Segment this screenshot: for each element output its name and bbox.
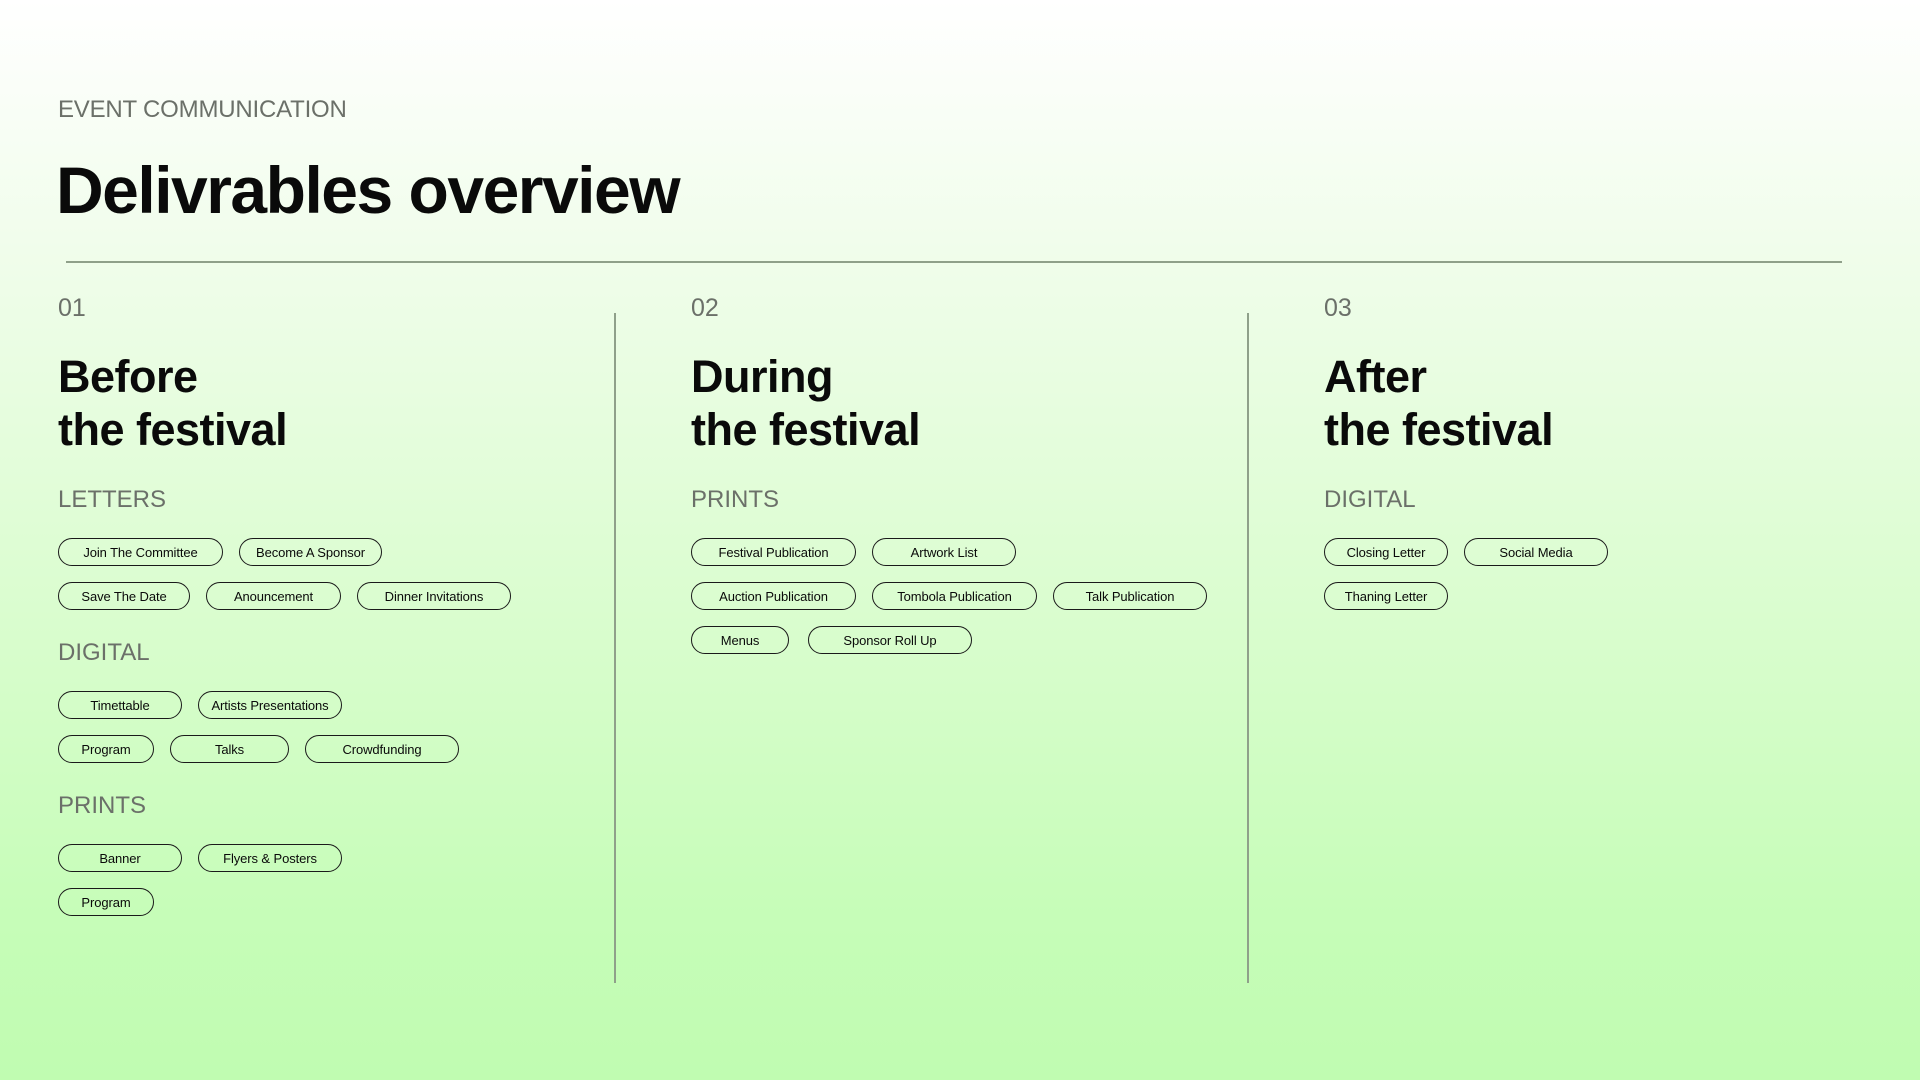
pill-artists-presentations[interactable]: Artists Presentations xyxy=(198,691,342,719)
pill-flyers-posters[interactable]: Flyers & Posters xyxy=(198,844,342,872)
pill-row: Menus Sponsor Roll Up xyxy=(691,626,1251,656)
pill-anouncement[interactable]: Anouncement xyxy=(206,582,341,610)
pill-menus[interactable]: Menus xyxy=(691,626,789,654)
column-heading: During the festival xyxy=(691,350,1251,456)
group-label: DIGITAL xyxy=(1324,486,1416,513)
pill-social-media[interactable]: Social Media xyxy=(1464,538,1608,566)
pill-auction-publication[interactable]: Auction Publication xyxy=(691,582,856,610)
column-heading-line2: the festival xyxy=(58,404,288,455)
pill-banner[interactable]: Banner xyxy=(58,844,182,872)
column-heading: After the festival xyxy=(1324,350,1884,456)
group-digital: DIGITAL Closing Letter Social Media Than… xyxy=(1324,485,1884,612)
page-title: Delivrables overview xyxy=(56,153,681,227)
pill-program[interactable]: Program xyxy=(58,888,154,916)
column-heading-line1: During xyxy=(691,351,833,402)
column-heading-line2: the festival xyxy=(691,404,921,455)
section-eyebrow: EVENT COMMUNICATION xyxy=(58,96,347,123)
pill-talks[interactable]: Talks xyxy=(170,735,289,763)
pill-row: Program Talks Crowdfunding xyxy=(58,735,618,765)
pill-thaning-letter[interactable]: Thaning Letter xyxy=(1324,582,1448,610)
column-heading-line1: After xyxy=(1324,351,1427,402)
pill-become-a-sponsor[interactable]: Become A Sponsor xyxy=(239,538,382,566)
column-number: 02 xyxy=(691,294,719,322)
column-heading-line1: Before xyxy=(58,351,198,402)
group-prints: PRINTS Festival Publication Artwork List… xyxy=(691,485,1251,656)
column-number: 01 xyxy=(58,294,86,322)
pill-talk-publication[interactable]: Talk Publication xyxy=(1053,582,1207,610)
pill-join-the-committee[interactable]: Join The Committee xyxy=(58,538,223,566)
group-label: PRINTS xyxy=(691,486,780,513)
pill-row: Festival Publication Artwork List xyxy=(691,538,1251,568)
pill-artwork-list[interactable]: Artwork List xyxy=(872,538,1016,566)
pill-row: Closing Letter Social Media xyxy=(1324,538,1884,568)
group-label: DIGITAL xyxy=(58,639,150,666)
pill-row: Thaning Letter xyxy=(1324,582,1884,612)
pill-row: Program xyxy=(58,888,618,918)
pill-row: Join The Committee Become A Sponsor xyxy=(58,538,618,568)
column-number: 03 xyxy=(1324,294,1352,322)
pill-dinner-invitations[interactable]: Dinner Invitations xyxy=(357,582,511,610)
group-label: LETTERS xyxy=(58,486,167,513)
column-after-festival: 03 After the festival DIGITAL Closing Le… xyxy=(1324,290,1884,626)
pill-festival-publication[interactable]: Festival Publication xyxy=(691,538,856,566)
pill-tombola-publication[interactable]: Tombola Publication xyxy=(872,582,1037,610)
pill-timettable[interactable]: Timettable xyxy=(58,691,182,719)
pill-crowdfunding[interactable]: Crowdfunding xyxy=(305,735,459,763)
pill-sponsor-roll-up[interactable]: Sponsor Roll Up xyxy=(808,626,972,654)
column-divider-1 xyxy=(614,313,616,983)
pill-program[interactable]: Program xyxy=(58,735,154,763)
group-digital: DIGITAL Timettable Artists Presentations… xyxy=(58,638,618,765)
column-before-festival: 01 Before the festival LETTERS Join The … xyxy=(58,290,618,932)
pill-row: Auction Publication Tombola Publication … xyxy=(691,582,1251,612)
column-heading-line2: the festival xyxy=(1324,404,1554,455)
pill-row: Timettable Artists Presentations xyxy=(58,691,618,721)
column-divider-2 xyxy=(1247,313,1249,983)
group-prints: PRINTS Banner Flyers & Posters Program xyxy=(58,791,618,918)
pill-save-the-date[interactable]: Save The Date xyxy=(58,582,190,610)
pill-closing-letter[interactable]: Closing Letter xyxy=(1324,538,1448,566)
column-heading: Before the festival xyxy=(58,350,618,456)
pill-row: Save The Date Anouncement Dinner Invitat… xyxy=(58,582,618,612)
group-letters: LETTERS Join The Committee Become A Spon… xyxy=(58,485,618,612)
column-during-festival: 02 During the festival PRINTS Festival P… xyxy=(691,290,1251,670)
header-divider xyxy=(66,261,1842,263)
pill-row: Banner Flyers & Posters xyxy=(58,844,618,874)
group-label: PRINTS xyxy=(58,792,147,819)
